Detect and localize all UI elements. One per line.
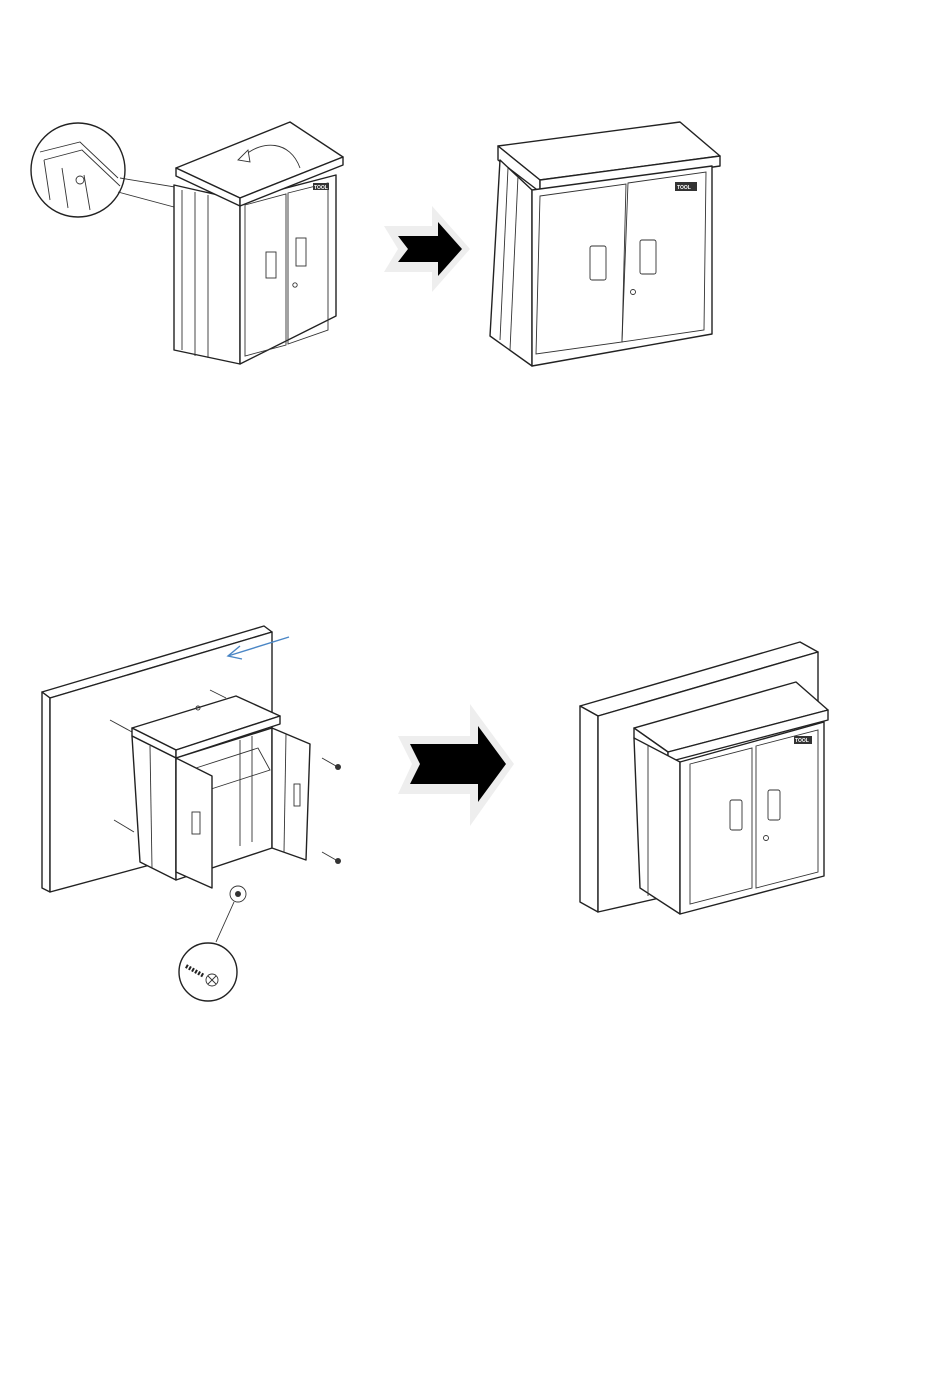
- next-step-arrow-icon: [384, 206, 470, 292]
- step-2-right-wall-mounted: TOOL: [580, 642, 828, 914]
- step-1-left-cabinet: TOOL: [31, 122, 343, 364]
- magnifier-callout-icon: [179, 943, 237, 1001]
- svg-text:TOOL: TOOL: [795, 738, 809, 744]
- svg-text:TOOL: TOOL: [677, 185, 691, 191]
- svg-text:TOOL: TOOL: [314, 185, 328, 191]
- step-1-right-cabinet: TOOL: [490, 122, 720, 366]
- next-step-arrow-icon: [398, 704, 514, 826]
- step-2-left-wall-mount: [42, 626, 341, 1001]
